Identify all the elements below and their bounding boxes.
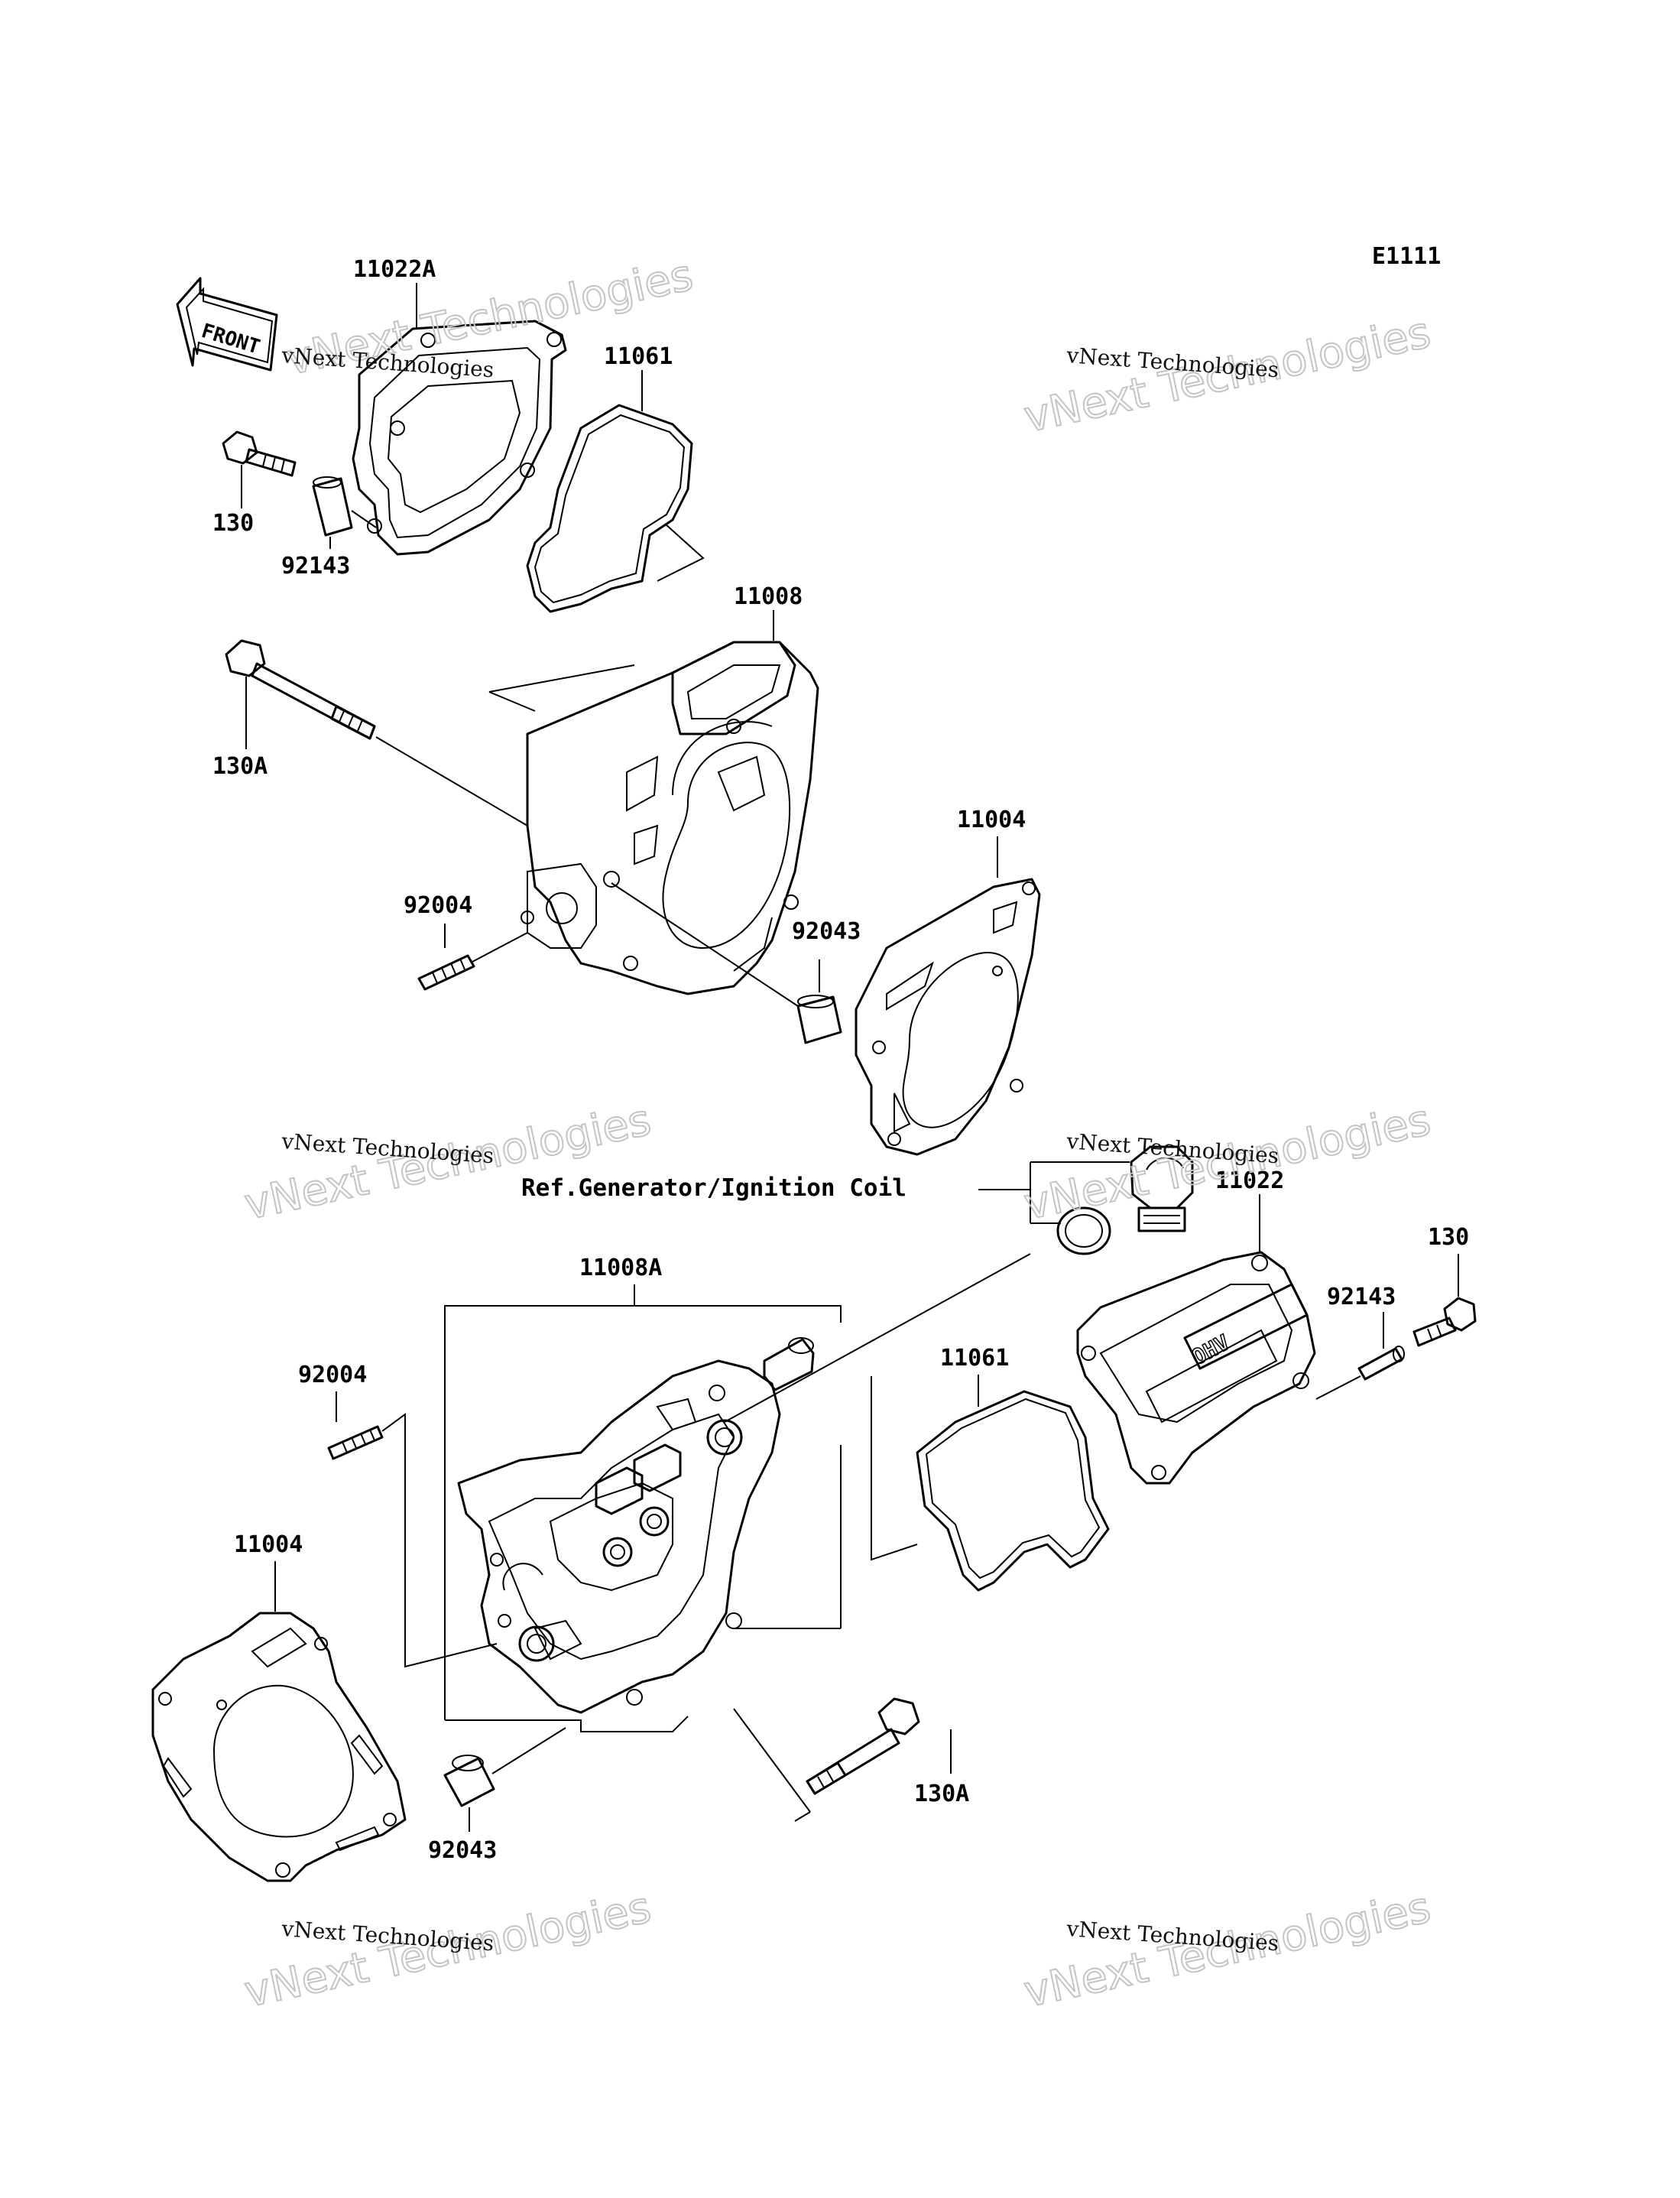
label-11061-bottom: 11061	[940, 1345, 1009, 1372]
label-130-top: 130	[212, 510, 254, 537]
svg-text:OHV: OHV	[1188, 1330, 1234, 1370]
label-130A-top: 130A	[212, 753, 268, 780]
label-11061-top: 11061	[604, 343, 673, 370]
dowel-92043-bottom	[443, 1755, 495, 1807]
head-bracket-bottom	[445, 1716, 689, 1732]
cylinder-head-cover-top	[352, 320, 567, 556]
label-130A-bottom: 130A	[914, 1781, 969, 1807]
label-11022A: 11022A	[353, 256, 436, 283]
watermark-bottom-right: vNext Technologies vNext Technologies	[1019, 1882, 1435, 2018]
label-11022: 11022	[1215, 1167, 1284, 1194]
watermark-mid-left: vNext Technologies vNext Technologies	[239, 1095, 656, 1231]
front-arrow-icon: FRONT	[176, 277, 278, 372]
bolt-130A-bottom	[806, 1697, 920, 1795]
head-bracket-top	[444, 1305, 842, 1720]
head-cover-gasket-top	[526, 404, 693, 613]
label-92004-bottom: 92004	[298, 1362, 367, 1388]
valve-cap	[763, 1337, 815, 1391]
cylinder-gasket-bottom	[151, 1612, 407, 1882]
cylinder-gasket-top	[855, 878, 1041, 1156]
label-11004-bottom: 11004	[234, 1531, 303, 1558]
gasket-top-outline	[657, 523, 705, 582]
watermark-bottom-left: vNext Technologies vNext Technologies	[239, 1882, 656, 2018]
plug-washer	[1056, 1206, 1111, 1255]
dowel-92043-top	[796, 995, 842, 1044]
spark-plug-cap	[1130, 1145, 1194, 1232]
cylinder-head-bottom	[457, 1359, 781, 1714]
stud-bottom-leader	[381, 1413, 498, 1668]
label-92004-top: 92004	[404, 892, 472, 919]
bolt-130-top	[222, 430, 297, 477]
gasket-bottom-bracket	[871, 1376, 918, 1561]
label-11008A: 11008A	[579, 1255, 662, 1281]
label-11008: 11008	[734, 583, 803, 610]
stud-92004-bottom	[327, 1425, 384, 1460]
bolt-130A-top	[225, 639, 376, 740]
stud-92004-top	[417, 954, 475, 991]
label-92043-top: 92043	[792, 918, 861, 945]
cylinder-top-leader2	[488, 691, 536, 712]
label-92043-bottom: 92043	[428, 1837, 497, 1864]
label-92143-right: 92143	[1327, 1284, 1396, 1310]
bolt-130-right	[1412, 1297, 1477, 1347]
dowel-92143-right	[1357, 1346, 1405, 1381]
cylinder-top-leader	[488, 664, 635, 693]
cylinder-head-cover-ohv: OHV	[1076, 1251, 1316, 1485]
cylinder-top	[521, 641, 819, 995]
reference-note: Ref.Generator/Ignition Coil	[521, 1174, 906, 1202]
watermark-top-right: vNext Technologies vNext Technologies	[1019, 307, 1435, 443]
label-92143-top: 92143	[281, 553, 350, 580]
label-11004-top: 11004	[957, 807, 1026, 833]
dowel-92143-top	[312, 476, 377, 537]
label-130-right: 130	[1428, 1224, 1469, 1251]
head-cover-gasket-bottom	[916, 1390, 1110, 1592]
diagram-code: E1111	[1372, 243, 1441, 270]
